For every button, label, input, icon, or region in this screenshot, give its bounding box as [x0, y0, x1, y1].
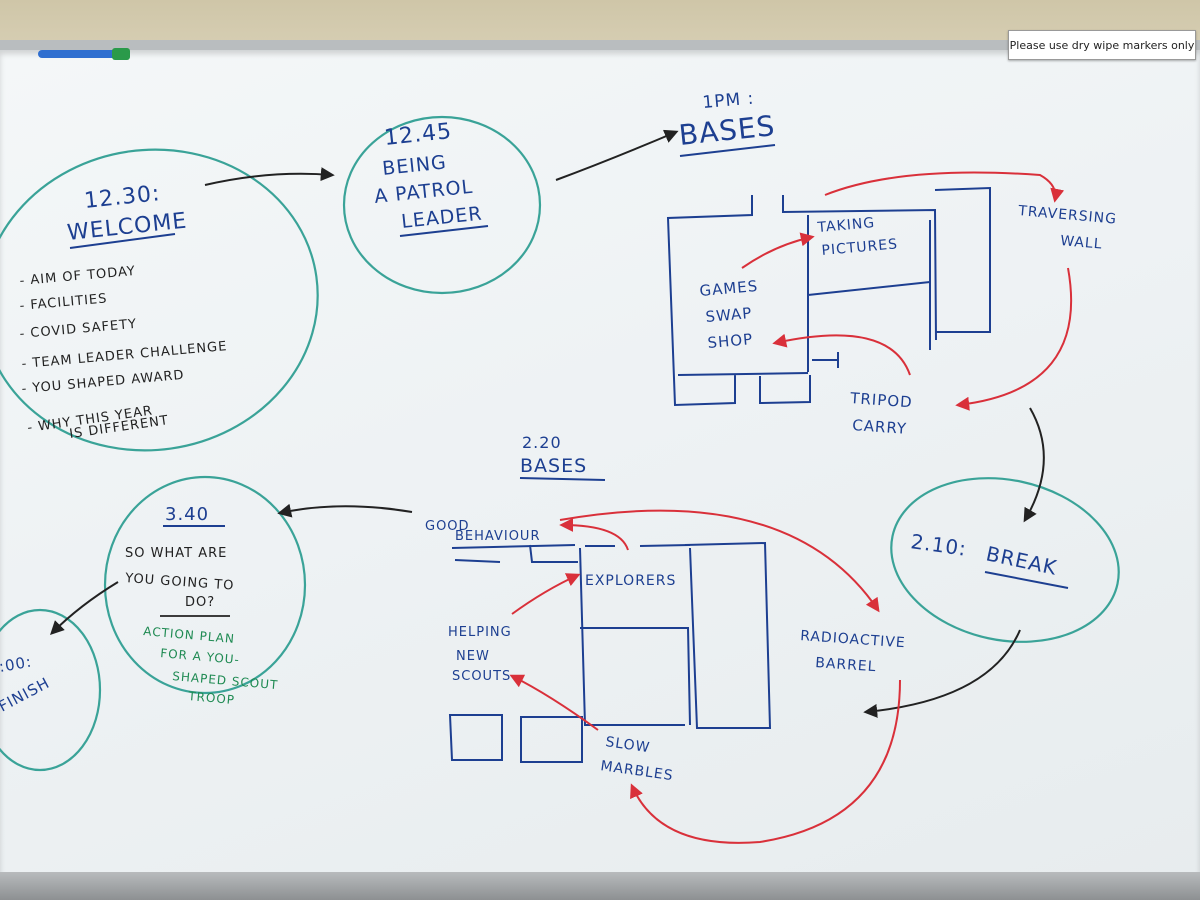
arrow-games-to-taking [741, 232, 815, 269]
welcome-section: 12.30: WELCOME - AIM OF TODAY - FACILITI… [19, 181, 228, 442]
bases2-underline [519, 477, 606, 481]
break-time: 2.10: [909, 529, 968, 561]
arrow-going-to-finish [50, 581, 119, 635]
welcome-item: - AIM OF TODAY [19, 264, 136, 289]
patrol-time: 12.45 [383, 119, 453, 151]
marker-pen [38, 50, 130, 58]
base-label-good: BEHAVIOUR [455, 529, 540, 544]
base-label-taking: PICTURES [821, 236, 899, 259]
bases1-underline [679, 144, 776, 157]
floor-plan-2 [448, 541, 772, 763]
going-line: SO WHAT ARE [125, 546, 227, 561]
dry-wipe-sign: Please use dry wipe markers only [1008, 30, 1196, 60]
bases1-time: 1PM : [702, 89, 755, 113]
whiteboard [0, 40, 1200, 890]
finish-title: FINISH [0, 674, 53, 716]
arrow-good-to-radioactive [559, 509, 880, 613]
break-section: 2.10: BREAK [909, 529, 1069, 589]
welcome-item: - TEAM LEADER CHALLENGE [21, 339, 228, 372]
arrow-bases2-to-going [277, 503, 413, 518]
bases1-section: 1PM : BASES TAKING PICTURES TRAVERSING W… [677, 89, 1117, 438]
bases2-section: 2.20 BASES GOOD BEHAVIOUR EXPLORERS HELP… [425, 433, 906, 784]
action-plan-line: ACTION PLAN [143, 624, 236, 646]
welcome-underline [69, 233, 176, 249]
arrow-helping-to-explorers [511, 573, 581, 615]
bases2-time: 2.20 [522, 433, 562, 452]
going-line: YOU GOING TO [124, 571, 235, 594]
arrow-bases-to-break [1023, 407, 1045, 523]
welcome-item: - COVID SAFETY [19, 317, 138, 342]
base-label-radioactive: RADIOACTIVE [800, 628, 906, 651]
marker-tray [0, 872, 1200, 900]
patrol-line: BEING [381, 151, 448, 180]
base-label-games: SHOP [707, 330, 754, 352]
welcome-item: - YOU SHAPED AWARD [21, 368, 185, 397]
base-label-games: SWAP [705, 304, 753, 326]
base-label-helping: NEW [456, 649, 490, 664]
base-label-helping: SCOUTS [452, 669, 511, 684]
patrol-circle [342, 115, 542, 295]
base-label-tripod: TRIPOD [849, 389, 914, 411]
going-line: DO? [185, 595, 215, 610]
arrow-explorers-to-good [559, 518, 629, 551]
finish-time: :00: [0, 652, 33, 675]
flow-arrows [50, 129, 1045, 718]
going-circle [103, 475, 307, 695]
patrol-line: A PATROL [373, 176, 474, 208]
session-circles [0, 115, 1120, 772]
arrow-tripod-to-games [772, 333, 911, 376]
break-underline [984, 571, 1069, 589]
base-label-slow: MARBLES [599, 758, 674, 784]
base-rotation-arrows [509, 171, 1073, 844]
arrow-patrol-to-bases [555, 129, 679, 181]
base-label-explorers: EXPLORERS [585, 573, 676, 589]
patrol-underline [399, 225, 489, 237]
welcome-item: - FACILITIES [19, 291, 108, 314]
bases2-title: BASES [520, 455, 587, 477]
marker-cap [112, 48, 130, 60]
base-label-traversing: TRAVERSING [1017, 203, 1118, 228]
base-label-tripod: CARRY [852, 416, 908, 438]
arrow-taking-to-traversing [824, 171, 1065, 203]
welcome-circle [0, 148, 319, 452]
action-plan-line: TROOP [187, 689, 236, 707]
base-label-good: GOOD [425, 519, 470, 534]
base-label-helping: HELPING [448, 625, 512, 640]
going-time: 3.40 [165, 504, 209, 525]
arrow-radioactive-to-slow [630, 679, 901, 844]
welcome-time: 12.30: [83, 181, 162, 214]
arrow-welcome-to-patrol [204, 167, 335, 186]
finish-circle [0, 608, 102, 772]
break-circle [890, 477, 1120, 643]
base-label-radioactive: BARREL [815, 655, 877, 675]
arrow-break-to-bases2 [863, 629, 1021, 718]
going-section: 3.40 SO WHAT ARE YOU GOING TO DO? ACTION… [124, 504, 279, 707]
action-plan-line: FOR A YOU- [160, 646, 241, 667]
patrol-section: 12.45 BEING A PATROL LEADER [373, 119, 489, 237]
finish-section: :00: FINISH [0, 652, 53, 715]
base-label-traversing: WALL [1060, 233, 1103, 253]
base-label-taking: TAKING [816, 215, 876, 236]
base-label-games: GAMES [699, 277, 759, 300]
arrow-slow-to-helping [509, 674, 599, 731]
base-label-slow: SLOW [604, 734, 651, 756]
arrow-traversing-to-tripod [955, 267, 1073, 411]
